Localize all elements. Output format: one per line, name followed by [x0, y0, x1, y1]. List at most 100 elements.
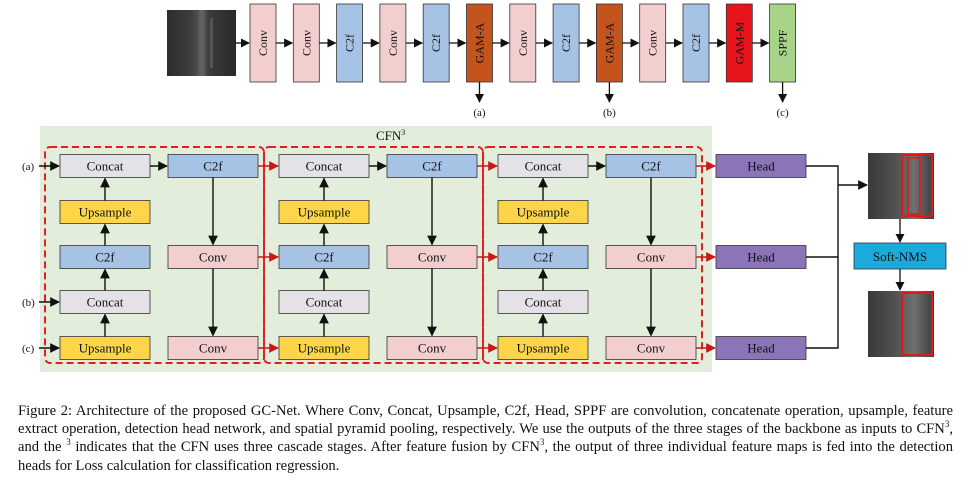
concat-mid-block: Concat [497, 290, 589, 314]
upsample-bottom-block: Upsample [497, 336, 589, 360]
backbone-output-label: (a) [473, 107, 486, 119]
c2f-top-block: C2f [605, 154, 697, 178]
concat-mid-block-label: Concat [525, 295, 562, 310]
backbone-block-gam-a: GAM-A [466, 3, 493, 83]
cfn-stage-1: ConcatUpsampleC2fConcatUpsampleC2fConvCo… [44, 146, 265, 364]
cfn-stage-2: ConcatUpsampleC2fConcatUpsampleC2fConvCo… [263, 146, 484, 364]
backbone-block-label: C2f [343, 34, 357, 52]
upsample-top-block: Upsample [59, 200, 151, 224]
backbone-block-label: C2f [429, 34, 443, 52]
backbone-block-c2f: C2f [422, 3, 450, 83]
backbone-block-label: Conv [386, 30, 400, 56]
backbone-block-label: GAM-A [473, 22, 487, 63]
upsample-bottom-block-label: Upsample [517, 341, 570, 356]
c2f-mid-block-label: C2f [95, 250, 115, 265]
backbone-block-label: GAM-A [602, 22, 616, 63]
figure-caption: Figure 2: Architecture of the proposed G… [18, 402, 953, 475]
conv-bottom-block: Conv [386, 336, 478, 360]
head-block: Head [715, 154, 807, 178]
cfn-input-label: (b) [22, 297, 35, 309]
concat-mid-block-label: Concat [87, 295, 124, 310]
backbone-input-image [167, 10, 236, 76]
concat-top-block: Concat [278, 154, 370, 178]
backbone-block-label: C2f [689, 34, 703, 52]
backbone-block-label: Conv [516, 30, 530, 56]
head-label: Head [747, 250, 775, 265]
stage-border [482, 146, 703, 364]
backbone-block-sppf: SPPF [769, 3, 796, 83]
conv-mid-block-label: Conv [637, 250, 666, 265]
caption-sup-2: 3 [66, 437, 71, 448]
c2f-top-block-label: C2f [203, 159, 223, 174]
upsample-bottom-block-label: Upsample [298, 341, 351, 356]
backbone-block-gam-m: GAM-M [725, 3, 753, 83]
c2f-top-block-label: C2f [641, 159, 661, 174]
backbone-block-conv: Conv [509, 3, 537, 83]
c2f-mid-block-label: C2f [314, 250, 334, 265]
backbone-block-conv: Conv [379, 3, 407, 83]
c2f-top-block-label: C2f [422, 159, 442, 174]
backbone-blocks: Conv Conv C2f Conv C2f GAM-A Conv C2f GAM-A Conv C… [249, 3, 796, 119]
concat-top-block: Concat [497, 154, 589, 178]
upsample-top-block: Upsample [497, 200, 589, 224]
upsample-top-block-label: Upsample [298, 205, 351, 220]
backbone-block-gam-a: GAM-A [596, 3, 623, 83]
caption-text-2: , and the [18, 421, 957, 456]
concat-mid-block-label: Concat [306, 295, 343, 310]
caption-sup-3: 3 [539, 437, 545, 448]
upsample-top-block-label: Upsample [517, 205, 570, 220]
c2f-top-block: C2f [167, 154, 259, 178]
backbone-block-conv: Conv [292, 3, 320, 83]
concat-top-block-label: Concat [306, 159, 343, 174]
c2f-mid-block: C2f [59, 245, 151, 269]
conv-mid-block-label: Conv [199, 250, 228, 265]
concat-mid-block: Concat [278, 290, 370, 314]
conv-bottom-block-label: Conv [637, 341, 666, 356]
backbone-block-label: Conv [256, 30, 270, 56]
conv-mid-block: Conv [167, 245, 259, 269]
upsample-top-block: Upsample [278, 200, 370, 224]
detection-result-image-top [868, 153, 934, 219]
cfn-stage-3: ConcatUpsampleC2fConcatUpsampleC2fConvCo… [482, 146, 703, 364]
cfn-input-label: (c) [22, 343, 35, 355]
backbone-block-c2f: C2f [336, 3, 364, 83]
cfn-input-label: (a) [22, 161, 35, 173]
cfn-stages: ConcatUpsampleC2fConcatUpsampleC2fConvCo… [22, 146, 703, 364]
conv-bottom-block-label: Conv [199, 341, 228, 356]
concat-top-block-label: Concat [87, 159, 124, 174]
backbone-block-conv: Conv [639, 3, 667, 83]
concat-top-block: Concat [59, 154, 151, 178]
caption-text-4: , the output of three individual feature… [18, 439, 957, 474]
backbone-output-label: (b) [603, 107, 616, 119]
head-block: Head [715, 336, 807, 360]
backbone-block-label: GAM-M [732, 21, 746, 64]
backbone-block-label: C2f [559, 34, 573, 52]
backbone-block-label: Conv [299, 30, 313, 56]
conv-mid-block-label: Conv [418, 250, 447, 265]
soft-nms-label: Soft-NMS [873, 249, 927, 264]
concat-mid-block: Concat [59, 290, 151, 314]
upsample-bottom-block: Upsample [59, 336, 151, 360]
conv-bottom-block: Conv [605, 336, 697, 360]
concat-top-block-label: Concat [525, 159, 562, 174]
backbone-block-label: SPPF [776, 29, 790, 56]
conv-mid-block: Conv [605, 245, 697, 269]
caption-sup-1: 3 [944, 419, 950, 430]
head-block: Head [715, 245, 807, 269]
backbone-block-c2f: C2f [552, 3, 580, 83]
upsample-bottom-block-label: Upsample [79, 341, 132, 356]
caption-text-3: indicates that the CFN uses three cascad… [70, 439, 540, 456]
conv-bottom-block: Conv [167, 336, 259, 360]
c2f-mid-block: C2f [497, 245, 589, 269]
backbone-block-conv: Conv [249, 3, 277, 83]
c2f-mid-block-label: C2f [533, 250, 553, 265]
caption-text-1: Figure 2: Architecture of the proposed G… [18, 403, 957, 438]
cfn-title: CFN3 [376, 128, 405, 143]
backbone-block-c2f: C2f [682, 3, 710, 83]
c2f-mid-block: C2f [278, 245, 370, 269]
conv-bottom-block-label: Conv [418, 341, 447, 356]
head-label: Head [747, 159, 775, 174]
c2f-top-block: C2f [386, 154, 478, 178]
